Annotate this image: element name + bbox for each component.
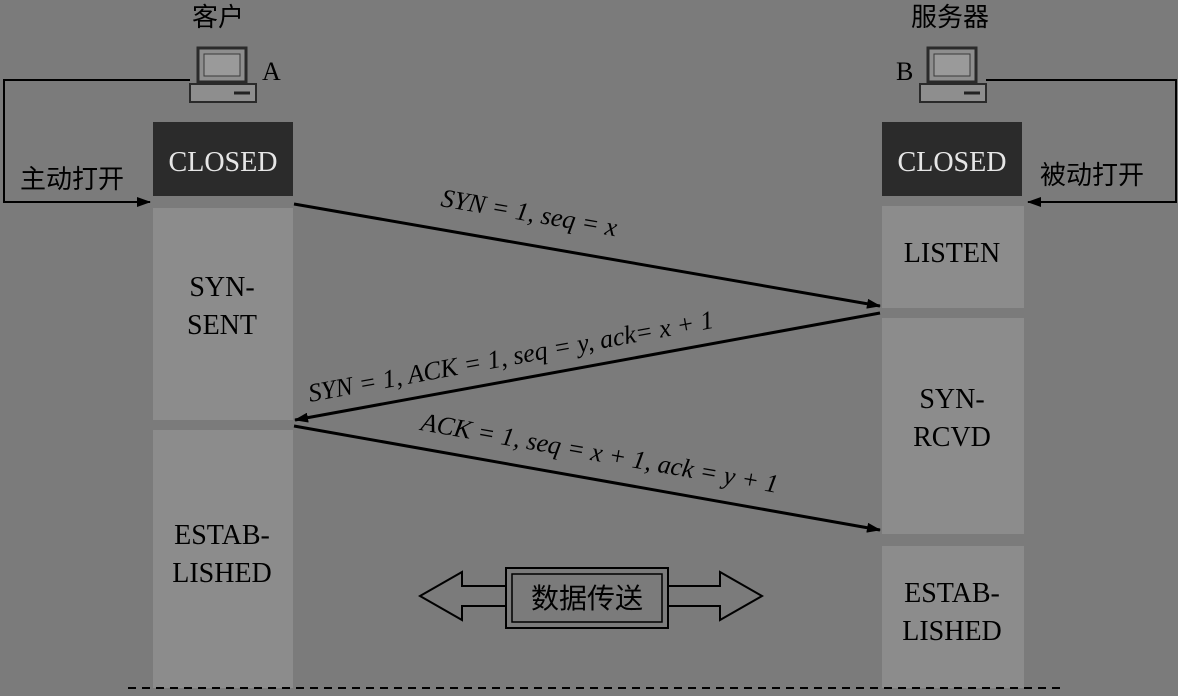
server-state-closed <box>882 122 1022 196</box>
data-transfer-box-outer <box>505 567 669 629</box>
server-state-established-label-1: ESTAB- <box>904 578 1000 609</box>
server-state-listen <box>882 206 1024 308</box>
server-host-label: B <box>896 57 913 86</box>
server-title: 服务器 <box>911 3 989 33</box>
syn-arrow <box>293 202 881 309</box>
server-state-closed-label: CLOSED <box>898 147 1007 178</box>
server-action-label: 被动打开 <box>1040 161 1144 191</box>
client-state-syn-sent-label-1: SYN- <box>189 272 254 303</box>
server-state-listen-label: LISTEN <box>904 238 1000 269</box>
client-state-closed <box>153 122 293 196</box>
client-open-loop <box>3 79 190 207</box>
client-state-syn-sent-label-2: SENT <box>187 310 257 341</box>
computer-icon <box>919 46 987 103</box>
ack-message-label: ACK = 1, seq = x + 1, ack = y + 1 <box>417 407 781 499</box>
client-state-established-label-1: ESTAB- <box>174 520 270 551</box>
syn-ack-message-label: SYN = 1, ACK = 1, seq = y, ack= x + 1 <box>306 305 716 408</box>
server-state-established-label-2: LISHED <box>902 616 1002 647</box>
ack-arrow <box>293 424 881 533</box>
client-host-label: A <box>262 57 281 86</box>
server-open-loop <box>986 79 1177 207</box>
server-state-syn-rcvd-label-2: RCVD <box>913 422 991 453</box>
server-state-established <box>882 546 1024 688</box>
client-state-established <box>153 430 293 688</box>
computer-icon <box>189 46 257 103</box>
client-action-label: 主动打开 <box>20 165 124 195</box>
client-title: 客户 <box>192 3 244 33</box>
data-transfer-label: 数据传送 <box>531 582 643 615</box>
data-transfer-box-inner <box>511 573 663 623</box>
client-state-syn-sent <box>153 208 293 420</box>
syn-ack-arrow <box>294 311 881 423</box>
server-state-syn-rcvd-label-1: SYN- <box>919 384 984 415</box>
server-state-syn-rcvd <box>882 318 1024 534</box>
client-state-closed-label: CLOSED <box>169 147 278 178</box>
client-state-established-label-2: LISHED <box>172 558 272 589</box>
